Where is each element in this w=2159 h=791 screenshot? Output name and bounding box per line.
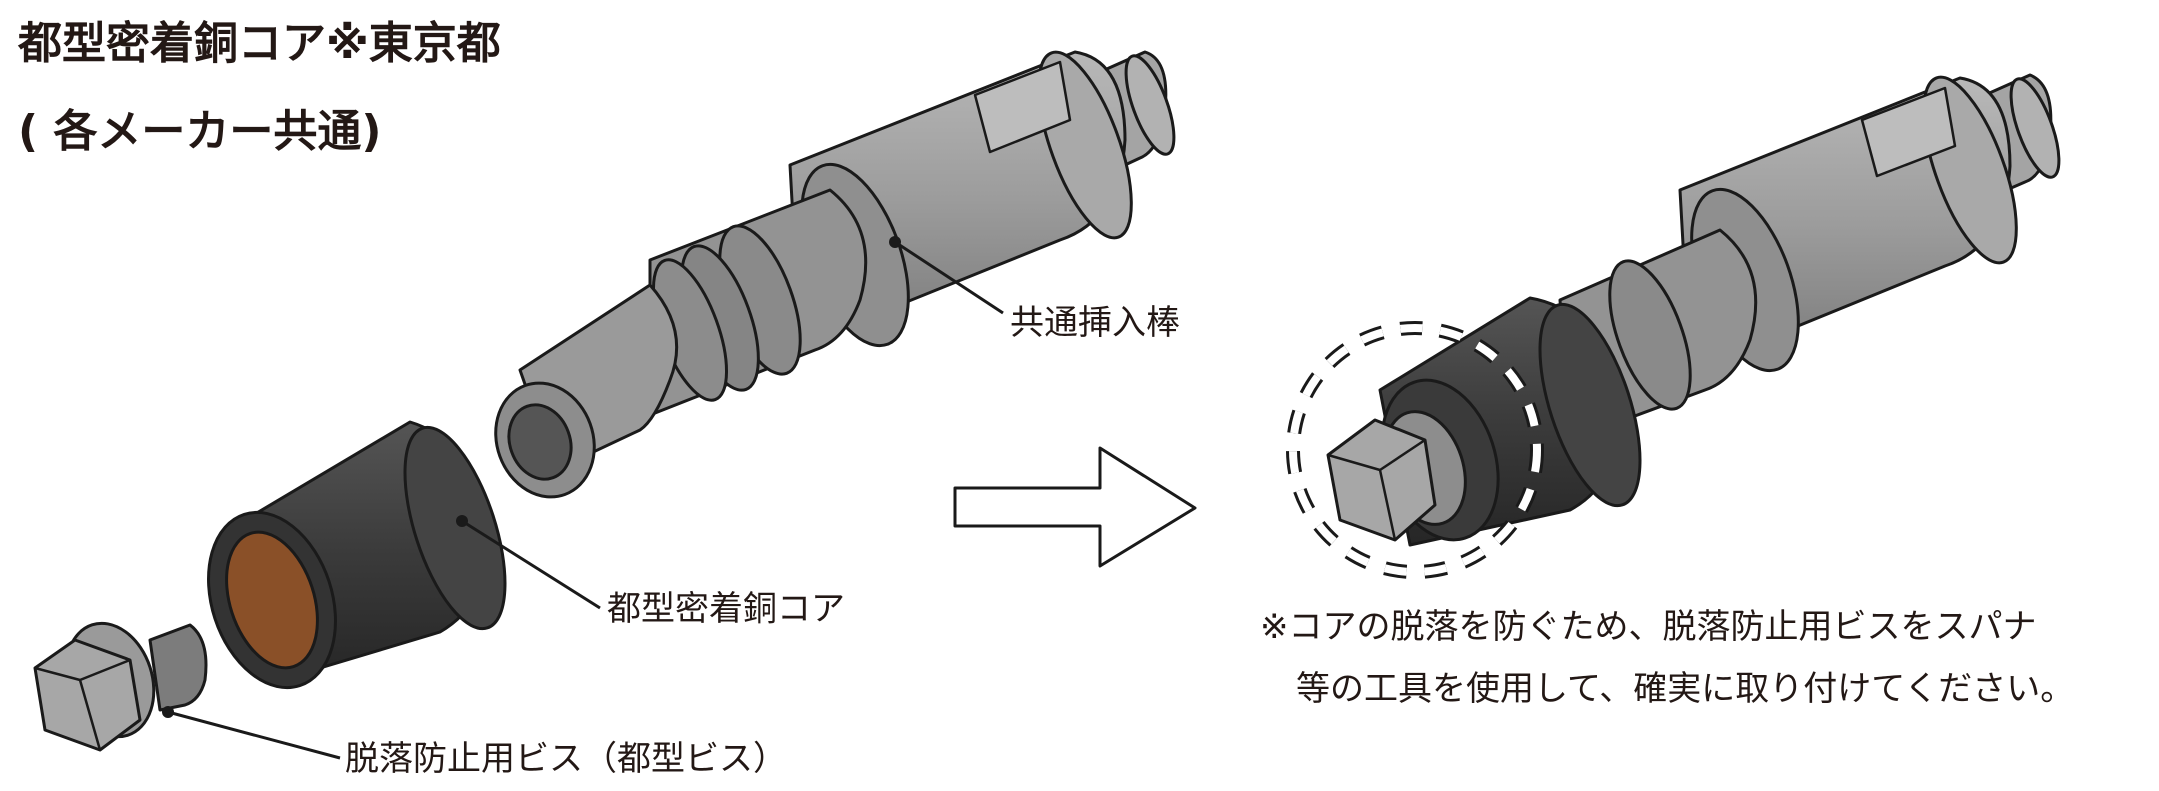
common-insertion-rod xyxy=(494,50,1176,499)
core-leader-dot xyxy=(456,515,468,527)
diagram-title: 都型密着銅コア※東京都 xyxy=(18,18,501,69)
highlight-dashed-circle-inner xyxy=(1289,324,1541,576)
label-anti-dropout-screw: 脱落防止用ビス（都型ビス） xyxy=(345,739,787,779)
assembled-screw xyxy=(1326,418,1437,542)
assembled-rod xyxy=(1558,73,2061,442)
rod-leader-dot xyxy=(889,236,901,248)
label-common-insertion-rod: 共通挿入棒 xyxy=(1010,303,1180,343)
note-line-1: ※コアの脱落を防ぐため、脱落防止用ビスをスパナ xyxy=(1260,607,2037,647)
label-copper-core: 都型密着銅コア xyxy=(607,589,845,629)
assembly-arrow-icon xyxy=(953,446,1197,568)
rod-leader-line xyxy=(894,240,1004,315)
screw-leader-line xyxy=(167,710,341,760)
screw-leader-dot xyxy=(162,706,174,718)
diagram-subtitle: ( 各メーカー共通) xyxy=(18,106,382,157)
anti-dropout-screw xyxy=(33,621,208,752)
core-leader-line xyxy=(461,519,601,610)
note-line-2: 等の工具を使用して、確実に取り付けてください。 xyxy=(1296,669,2075,709)
copper-core xyxy=(207,420,507,690)
